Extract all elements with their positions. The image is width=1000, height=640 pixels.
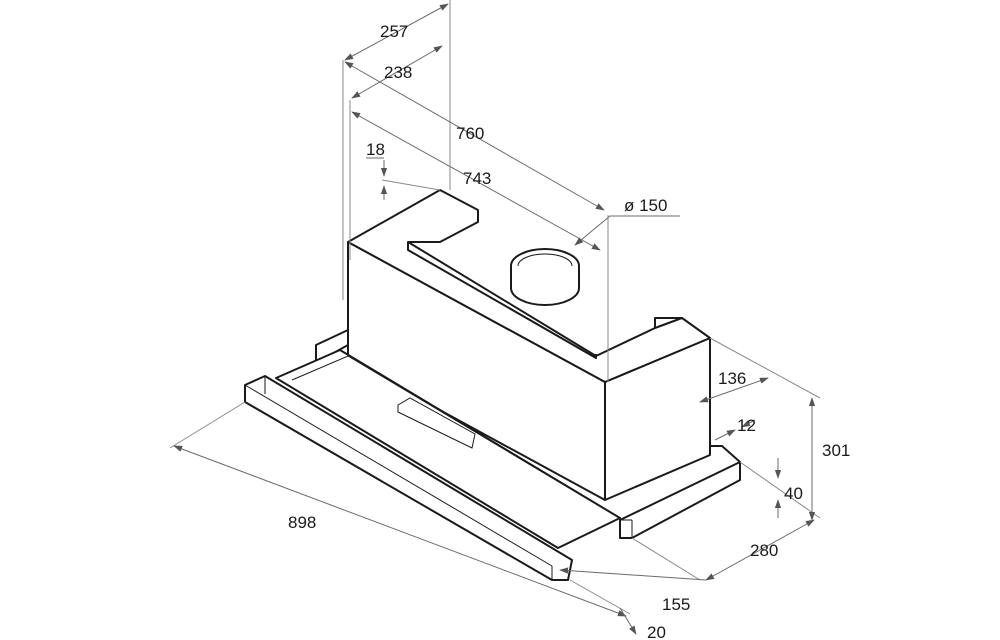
label-280: 280 bbox=[750, 541, 778, 560]
dim-line-136 bbox=[699, 377, 769, 403]
label-238: 238 bbox=[384, 63, 412, 82]
dim-line-280 bbox=[705, 519, 815, 581]
label-743: 743 bbox=[463, 169, 491, 188]
top-rear-step bbox=[654, 317, 682, 328]
label-155: 155 bbox=[662, 595, 690, 614]
label-diameter-150: ø 150 bbox=[624, 196, 667, 215]
label-136: 136 bbox=[718, 369, 746, 388]
dim-line-898 bbox=[173, 445, 627, 617]
dim-line-20 bbox=[619, 607, 637, 635]
handle-recess bbox=[397, 397, 476, 449]
dim-line-12b bbox=[741, 419, 756, 428]
label-301: 301 bbox=[822, 441, 850, 460]
dim-line-150 bbox=[574, 215, 611, 246]
label-40: 40 bbox=[784, 484, 803, 503]
label-20: 20 bbox=[647, 623, 666, 640]
label-898: 898 bbox=[288, 513, 316, 532]
duct-collar-side bbox=[510, 266, 580, 306]
dim-line-743 bbox=[351, 111, 601, 251]
dimension-labels: 257 238 760 18 743 ø 150 136 12 301 40 2… bbox=[288, 22, 850, 640]
right-rail-top bbox=[710, 445, 741, 463]
label-12: 12 bbox=[737, 416, 756, 435]
dimension-lines bbox=[173, 3, 816, 635]
dim-line-12a bbox=[714, 429, 736, 441]
label-257: 257 bbox=[380, 22, 408, 41]
label-18: 18 bbox=[366, 140, 385, 159]
dim-line-155 bbox=[559, 567, 707, 581]
label-760: 760 bbox=[456, 124, 484, 143]
